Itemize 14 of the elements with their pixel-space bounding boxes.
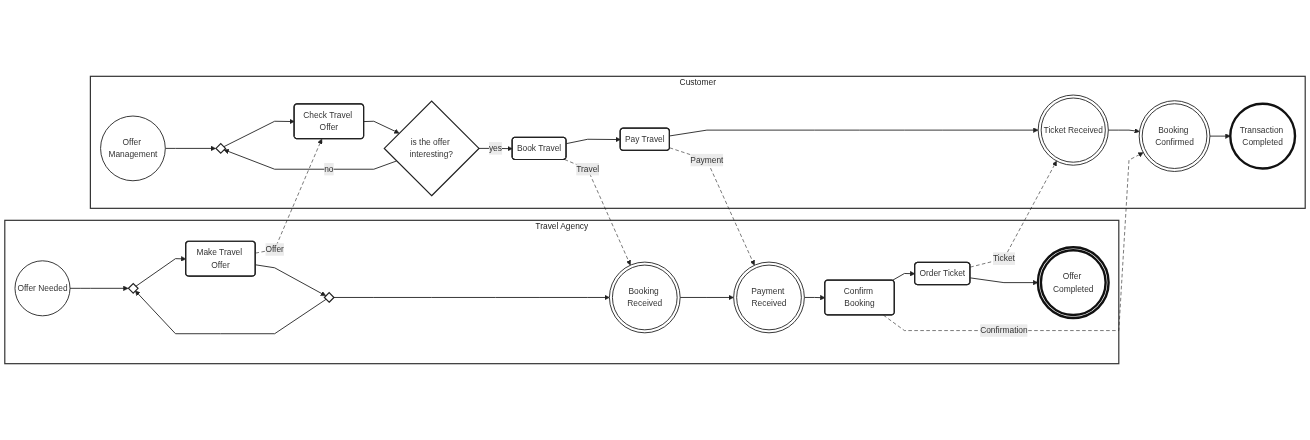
edge-label: Confirmation	[980, 325, 1028, 336]
node-circle: Offer Management	[100, 115, 166, 182]
node-circle: Transaction Completed	[1229, 102, 1297, 170]
edge-label: yes	[488, 143, 502, 153]
edge-label: Travel	[576, 164, 600, 174]
edge-label: Offer	[265, 244, 284, 254]
node-diamond	[323, 291, 335, 304]
node-diamond: is the offer interesting?	[383, 100, 480, 197]
edge-label: no	[324, 164, 334, 174]
edge-label: Payment	[690, 154, 724, 165]
node-diamond	[215, 142, 227, 155]
edge-label: Ticket	[992, 253, 1015, 264]
node-circle: Offer Needed	[14, 260, 71, 317]
node-diamond	[127, 282, 139, 294]
